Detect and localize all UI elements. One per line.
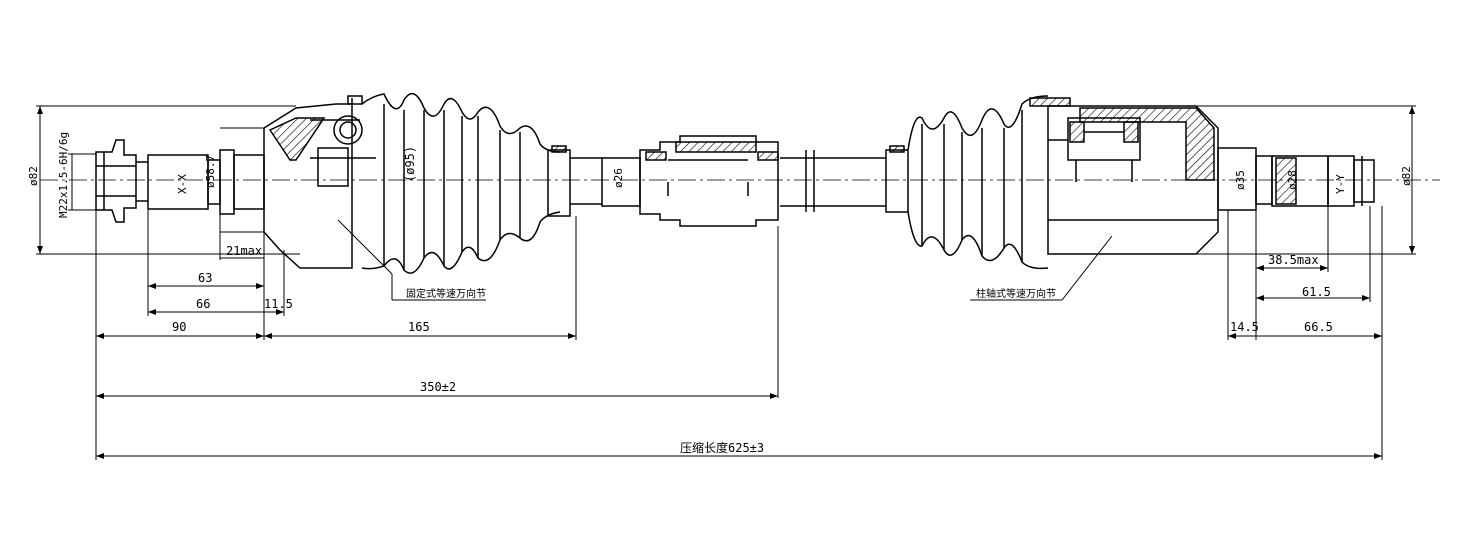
dimension-arrows <box>37 106 1415 459</box>
dim-165: 165 <box>408 320 430 334</box>
label-phi35: ø35 <box>1234 170 1247 190</box>
label-phi26: ø26 <box>612 168 625 188</box>
plunge-cv-joint <box>1047 105 1219 255</box>
dim-66-5: 66.5 <box>1304 320 1333 334</box>
dim-38-5max: 38.5max <box>1268 253 1319 267</box>
note-plunge-joint: 柱轴式等速万向节 <box>976 287 1056 300</box>
fixed-cv-joint <box>263 95 376 269</box>
left-stub-shaft <box>136 149 265 215</box>
label-phi95: (ø95) <box>403 146 417 182</box>
dim-66: 66 <box>196 297 210 311</box>
label-thread: M22x1.5-6H/6g <box>57 132 70 218</box>
note-fixed-joint: 固定式等速万向节 <box>406 287 486 300</box>
dim-14-5: 14.5 <box>1230 320 1259 334</box>
right-stub-shaft <box>1217 147 1375 211</box>
dim-90: 90 <box>172 320 186 334</box>
label-phi82-right: ø82 <box>1400 166 1413 186</box>
middle-damper <box>639 135 779 227</box>
dim-11-5: 11.5 <box>264 297 293 311</box>
left-hub-nut <box>95 139 137 223</box>
dim-21max: 21max <box>226 244 262 258</box>
dim-61-5: 61.5 <box>1302 285 1331 299</box>
dim-63: 63 <box>198 271 212 285</box>
dimension-lines <box>36 105 1416 460</box>
label-phi82-left: ø82 <box>27 166 40 186</box>
label-phi28: ø28 <box>1286 170 1299 190</box>
label-section-yy: Y-Y <box>1334 174 1347 194</box>
dim-350: 350±2 <box>420 380 456 394</box>
label-phi58-7: ø58.7 <box>204 155 217 188</box>
dim-625: 压缩长度625±3 <box>680 440 764 455</box>
label-section-xx: X-X <box>176 174 189 194</box>
right-boot <box>885 95 1071 270</box>
left-boot <box>361 92 571 274</box>
